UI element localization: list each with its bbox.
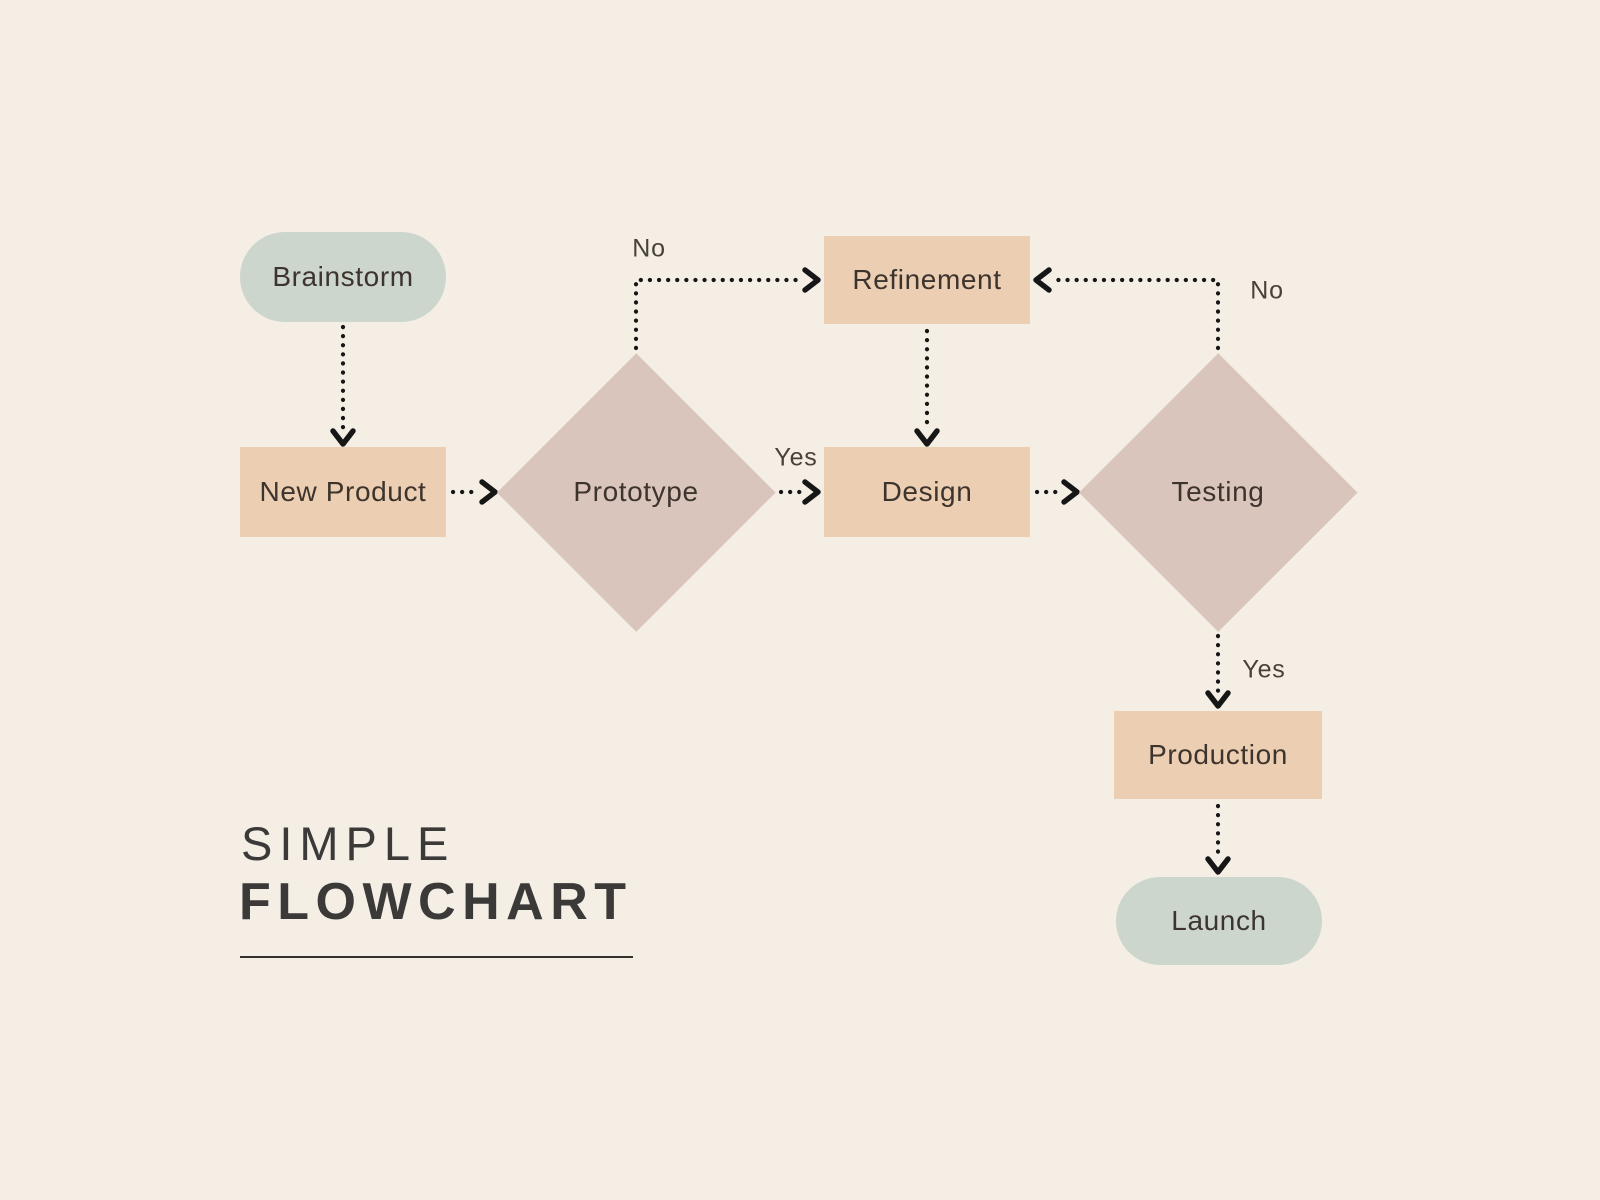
node-label: New Product [259, 476, 427, 507]
node-design[interactable]: Design [824, 447, 1030, 537]
edge-brainstorm-newproduct [330, 324, 356, 447]
node-launch[interactable]: Launch [1116, 877, 1322, 965]
edge-production-launch [1205, 803, 1231, 875]
node-brainstorm[interactable]: Brainstorm [240, 232, 446, 322]
node-prototype[interactable]: Prototype [497, 353, 775, 631]
edge-label-yes-prototype: Yes [774, 443, 818, 472]
edge-prototype-refinement [633, 267, 821, 351]
edge-refinement-design [914, 328, 940, 447]
edge-label-no-prototype: No [632, 234, 666, 263]
page-title-line2: FLOWCHART [239, 873, 633, 931]
node-label: Production [1148, 739, 1288, 770]
node-label: Design [881, 476, 973, 507]
edge-testing-refinement [1033, 267, 1221, 351]
edge-prototype-design [778, 479, 821, 505]
edge-testing-production [1205, 633, 1231, 709]
node-production[interactable]: Production [1114, 711, 1322, 799]
edge-newproduct-prototype [450, 479, 498, 505]
title-underline [240, 956, 633, 958]
page-title-line1: SIMPLE [241, 817, 456, 870]
node-label: Testing [1171, 476, 1265, 507]
edge-label-no-testing: No [1250, 276, 1284, 305]
node-label: Refinement [852, 264, 1002, 295]
node-testing[interactable]: Testing [1079, 353, 1357, 631]
node-label: Brainstorm [272, 261, 414, 292]
edge-design-testing [1034, 479, 1080, 505]
node-label: Launch [1171, 905, 1267, 936]
node-new-product[interactable]: New Product [240, 447, 446, 537]
node-label: Prototype [573, 476, 699, 507]
node-refinement[interactable]: Refinement [824, 236, 1030, 324]
edge-label-yes-testing: Yes [1242, 655, 1286, 684]
